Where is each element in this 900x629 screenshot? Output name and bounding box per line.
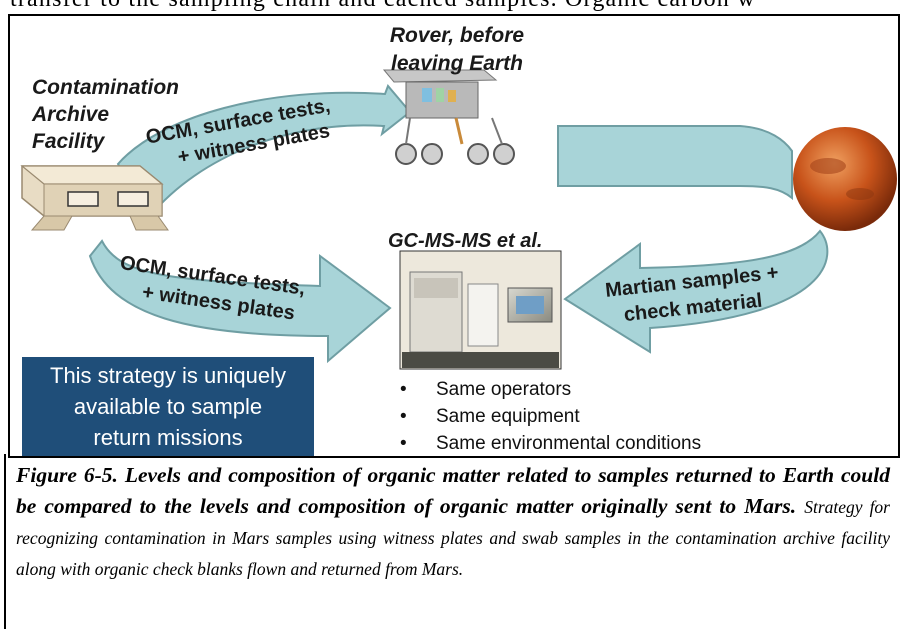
rover-illustration [382, 69, 515, 165]
right-band-arrow [557, 125, 793, 201]
figure-caption: Figure 6-5. Levels and composition of or… [16, 460, 890, 584]
facility-label-line1: Contamination [32, 76, 179, 99]
lower-arrow [88, 239, 392, 364]
rover-label-line2: leaving Earth [391, 52, 523, 75]
diagram-graphics [20, 69, 897, 370]
list-item: Same environmental conditions [400, 430, 701, 456]
list-item: Same operators [400, 376, 701, 403]
list-item: Same equipment [400, 403, 701, 430]
facility-label: Contamination Archive Facility [32, 74, 179, 155]
facility-label-line2: Archive [32, 103, 110, 126]
strategy-box-text: This strategy is uniquely available to s… [50, 363, 286, 450]
mars-return-arrow [563, 229, 829, 354]
figure-diagram: Rover, before leaving Earth Contaminatio… [8, 14, 900, 458]
preceding-text-line: transfer to the sampling chain and cache… [10, 0, 900, 13]
rover-label: Rover, before leaving Earth [372, 22, 542, 78]
gcms-label: GC-MS-MS et al. [388, 230, 543, 252]
rover-label-line1: Rover, before [389, 24, 525, 47]
caption-bold: Figure 6-5. Levels and composition of or… [16, 463, 890, 518]
caption-italic: Strategy for recognizing contamination i… [16, 497, 890, 579]
strategy-box: This strategy is uniquely available to s… [22, 357, 314, 456]
facility-label-line3: Facility [32, 130, 105, 153]
facility-building [20, 165, 169, 231]
mars-planet [793, 127, 897, 231]
bullet-list: Same operators Same equipment Same envir… [400, 376, 701, 456]
gcms-lab-photo [399, 250, 562, 370]
left-margin-line [4, 454, 6, 629]
